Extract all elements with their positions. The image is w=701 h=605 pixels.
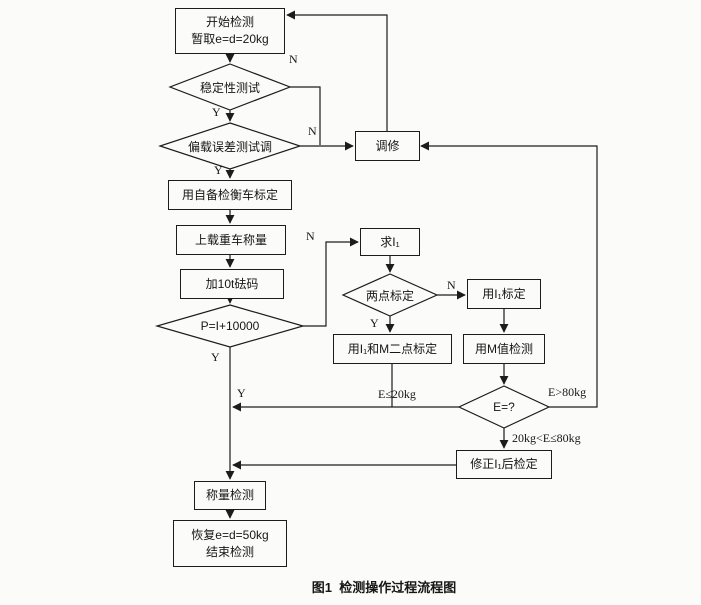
offset-error-test-label: 偏载误差测试调: [187, 139, 272, 154]
end-node-line1: 恢复e=d=50kg: [191, 527, 269, 542]
connector-repair-to-start: [286, 10, 388, 131]
find-i1-node: 求I₁: [360, 228, 420, 256]
weigh-detect-node: 称量检测: [194, 481, 266, 510]
i1-calibrate-node: 用I₁标定: [467, 279, 541, 309]
m-detect-node: 用M值检测: [463, 334, 545, 364]
end-node-line2: 结束检测: [205, 544, 254, 559]
edge-label-offset-n: N: [308, 124, 317, 138]
load-truck-node: 上载重车称量: [176, 225, 286, 255]
i1m-calibrate-node: 用I₁和M二点标定: [333, 334, 452, 364]
start-node-line1: 开始检测: [205, 15, 254, 29]
start-node: 开始检测 暂取e=d=20kg: [175, 8, 285, 54]
edge-label-e-mid: 20kg<E≤80kg: [512, 431, 581, 445]
edge-label-p-n: N: [306, 229, 315, 243]
connector-e-high-to-repair: [420, 141, 598, 408]
edge-label-e-low: E≤20kg: [378, 387, 416, 401]
edge-label-e-high: E>80kg: [548, 385, 587, 399]
edge-label-p-y: Y: [211, 350, 220, 364]
edge-label-stability-n: N: [289, 52, 298, 66]
edge-label-stability-y: Y: [212, 105, 221, 119]
e-check-label: E=?: [493, 400, 515, 414]
connector-stability-no: [290, 86, 321, 145]
add-weights-node: 加10t砝码: [180, 269, 284, 299]
edge-label-two-point-n: N: [447, 278, 456, 292]
edge-label-offset-y: Y: [214, 163, 223, 177]
end-node: 恢复e=d=50kg 结束检测: [173, 520, 287, 567]
fix-i1-node: 修正I₁后检定: [456, 450, 552, 479]
figure-caption: 图1 检测操作过程流程图: [311, 580, 457, 595]
edge-label-two-point-y: Y: [370, 316, 379, 330]
repair-node: 调修: [355, 131, 420, 161]
start-node-line2: 暂取e=d=20kg: [191, 32, 269, 46]
two-point-calibration-label: 两点标定: [365, 288, 414, 303]
self-calibrate-node: 用自备检衡车标定: [168, 180, 292, 210]
edge-label-merge-y: Y: [237, 386, 246, 400]
stability-test-label: 稳定性测试: [199, 80, 260, 95]
p-check-label: P=I+10000: [200, 319, 260, 333]
connector-p-no-to-find-i1: [303, 237, 359, 327]
